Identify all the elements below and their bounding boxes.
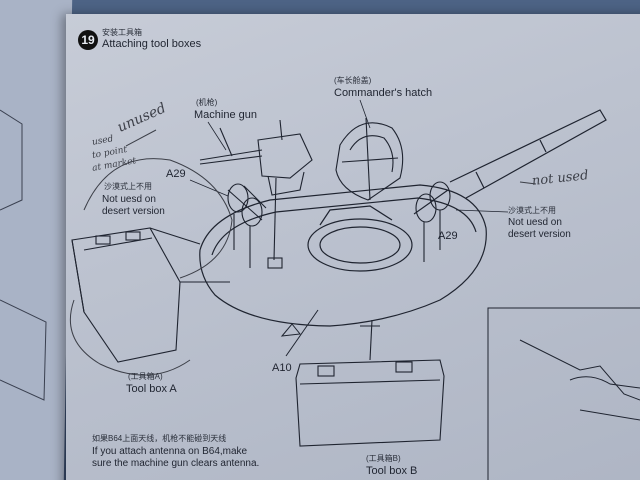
- tool-box-a-drawing: [71, 227, 230, 363]
- backdrop-top: [0, 0, 640, 16]
- antenna-note-line2: sure the machine gun clears antenna.: [92, 458, 260, 469]
- tool-box-a-label-cn: (工具箱A): [128, 372, 163, 381]
- tool-box-b-drawing: [295, 319, 445, 447]
- part-a10-drawing: [280, 309, 319, 357]
- main-gun-barrel: [449, 109, 607, 199]
- not-used-left-line2: desert version: [102, 206, 165, 217]
- step-title-en: Attaching tool boxes: [102, 38, 202, 50]
- machine-gun-drawing: [199, 119, 313, 269]
- tool-box-a-label: Tool box A: [126, 383, 177, 395]
- part-a10-label: A10: [272, 362, 292, 374]
- commanders-hatch-label: Commander's hatch: [334, 87, 433, 99]
- machine-gun-label: Machine gun: [194, 109, 257, 121]
- commanders-hatch-drawing: [335, 117, 404, 201]
- not-used-right-line2: desert version: [508, 229, 571, 240]
- not-used-left-line1: Not uesd on: [102, 194, 156, 205]
- commanders-hatch-label-cn: (车长舱盖): [334, 76, 372, 85]
- handwritten-annotations: [69, 129, 537, 376]
- smoke-discharger-right: [413, 181, 451, 262]
- antenna-note-cn: 如果B64上面天线，机枪不能碰到天线: [92, 434, 227, 443]
- step-number-badge: 19: [78, 30, 98, 50]
- not-used-right-cn: 沙漠式上不用: [508, 206, 556, 215]
- left-page-drawing: [0, 109, 47, 401]
- step-title-cn: 安装工具箱: [102, 28, 142, 37]
- tool-box-b-label: Tool box B: [366, 465, 418, 477]
- not-used-right-line1: Not uesd on: [508, 217, 562, 228]
- smoke-discharger-left: [227, 183, 267, 268]
- inset-diagram: [487, 307, 640, 480]
- instruction-page: [66, 14, 640, 480]
- part-a29-right-label: A29: [438, 230, 458, 242]
- leader-lines: [189, 99, 509, 213]
- antenna-note-line1: If you attach antenna on B64,make: [92, 446, 248, 457]
- turret-outline: [199, 184, 487, 327]
- not-used-left-cn: 沙漠式上不用: [104, 182, 152, 191]
- tool-box-b-label-cn: (工具箱B): [366, 454, 401, 463]
- machine-gun-label-cn: (机枪): [196, 98, 218, 107]
- part-a29-left-label: A29: [166, 168, 186, 180]
